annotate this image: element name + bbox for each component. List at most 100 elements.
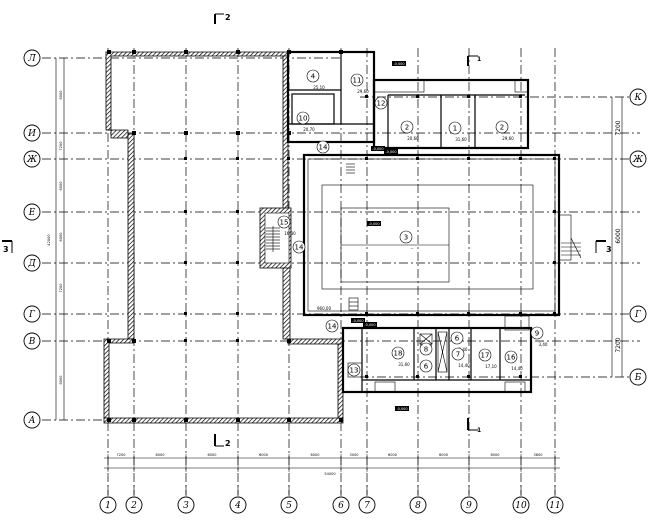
room-6: 6 xyxy=(419,359,433,373)
axis-label: И xyxy=(27,129,36,139)
axis-label: 10 xyxy=(515,501,527,511)
dim-bottom: 7200 xyxy=(117,453,126,457)
level-mark-text: -0,000 xyxy=(368,222,379,226)
axis-bubble-right-1: Ж xyxy=(629,150,647,168)
axis-bubble-4: 4 xyxy=(229,485,247,514)
cut-upper-small-label: 1 xyxy=(477,56,481,63)
axis-bubble-left-1: И xyxy=(23,124,41,142)
cut-lower-small-label: 1 xyxy=(477,427,481,434)
dim-bottom: 6000 xyxy=(491,453,500,457)
axis-bubble-left-2: Ж xyxy=(23,150,41,168)
dim-bottom: 6000 xyxy=(439,453,448,457)
room-number: 14 xyxy=(319,144,328,152)
dim-total: 54000 xyxy=(324,472,335,476)
axis-label: 9 xyxy=(466,501,472,511)
dim-bottom: 3600 xyxy=(534,453,543,457)
axis-label: Ж xyxy=(632,155,644,165)
room-area: 29,60 xyxy=(357,89,369,94)
room-area: 29,60 xyxy=(502,136,514,141)
dim-left: 6000 xyxy=(59,91,63,100)
dim-left: 7200 xyxy=(59,142,63,151)
hall-area-label: 960,00 xyxy=(317,306,331,311)
room-number: 9 xyxy=(535,330,539,338)
axis-bubble-7: 7 xyxy=(358,485,376,514)
room-9: 93,40 xyxy=(530,326,548,347)
room-area: 16,30 xyxy=(284,231,296,236)
dim-left: 7200 xyxy=(59,284,63,293)
axis-label: 6 xyxy=(338,501,344,511)
axis-bubble-1: 1 xyxy=(99,485,117,514)
dim-left: 6000 xyxy=(59,182,63,191)
level-mark-text: -0,000 xyxy=(372,147,383,151)
dim-left-total: 42000 xyxy=(47,234,51,245)
room-number: 13 xyxy=(350,367,359,375)
axis-label: Е xyxy=(28,208,36,218)
room-number: 6 xyxy=(455,335,460,343)
columns xyxy=(107,50,556,422)
room-number: 16 xyxy=(507,354,516,362)
dim-right: 6000 xyxy=(615,228,622,243)
axis-label: 8 xyxy=(415,501,421,511)
room-number: 11 xyxy=(353,77,362,85)
room-area: 3,40 xyxy=(539,342,548,347)
dim-left: 6000 xyxy=(59,376,63,385)
dim-left: 6000 xyxy=(59,233,63,242)
room-14: 14 xyxy=(325,319,339,333)
room-area: 17,10 xyxy=(485,364,497,369)
axis-bubble-8: 8 xyxy=(409,485,427,514)
room-number: 10 xyxy=(299,115,308,123)
room-area: 31,60 xyxy=(398,362,410,367)
cut-bottom-label: 2 xyxy=(225,439,231,448)
room-1: 131,60 xyxy=(448,121,467,142)
dim-bottom: 6000 xyxy=(388,453,397,457)
room-number: 2 xyxy=(405,124,409,132)
cut-top-label: 2 xyxy=(225,13,231,22)
axis-label: Г xyxy=(28,310,36,320)
axis-bubble-left-0: Л xyxy=(23,49,41,67)
stair-left xyxy=(266,226,280,252)
room-area: 14,40 xyxy=(511,366,523,371)
axis-label: 7 xyxy=(364,501,370,511)
dim-bottom: 6000 xyxy=(156,453,165,457)
room-number: 7 xyxy=(456,351,460,359)
axis-bubble-right-2: Г xyxy=(629,305,647,323)
main-hall xyxy=(302,153,582,317)
axis-bubble-3: 3 xyxy=(177,485,195,514)
bottom-right-block xyxy=(341,315,533,394)
axis-label: Г xyxy=(634,310,642,320)
axis-label: Ж xyxy=(26,155,38,165)
room-6: 63,40 xyxy=(450,331,468,352)
level-mark: -0,000 xyxy=(351,318,365,323)
cut-right-label: 3 xyxy=(606,245,612,254)
cut-left-label: 3 xyxy=(3,245,9,254)
room-14: 14 xyxy=(316,140,330,154)
level-mark-text: -0,000 xyxy=(364,323,375,327)
axis-label: Б xyxy=(634,373,642,383)
axis-bubble-6: 6 xyxy=(332,485,350,514)
level-mark-text: -0,000 xyxy=(393,62,404,66)
room-12: 12 xyxy=(374,96,388,110)
axis-bubble-right-0: К xyxy=(629,88,647,106)
axis-label: Д xyxy=(27,259,36,269)
axis-bubble-2: 2 xyxy=(125,485,143,514)
axis-label: К xyxy=(634,93,643,103)
dim-bottom: 6000 xyxy=(259,453,268,457)
level-mark: -0,000 xyxy=(371,146,385,151)
axis-bubble-right-3: Б xyxy=(629,368,647,386)
axis-label: 11 xyxy=(549,501,560,511)
room-number: 15 xyxy=(280,219,289,227)
level-mark-text: -0,000 xyxy=(385,150,396,154)
room-number: 2 xyxy=(500,124,504,132)
axis-bubble-10: 10 xyxy=(512,485,530,514)
dim-bottom: 3000 xyxy=(350,453,359,457)
axis-bubble-left-7: А xyxy=(23,411,41,429)
room-area: 14,40 xyxy=(458,363,470,368)
room-number: 12 xyxy=(377,100,386,108)
room-16: 16 14,40 xyxy=(504,350,523,371)
top-right-block xyxy=(372,78,530,150)
axis-label: 3 xyxy=(183,501,189,511)
room-number: 4 xyxy=(311,73,316,81)
